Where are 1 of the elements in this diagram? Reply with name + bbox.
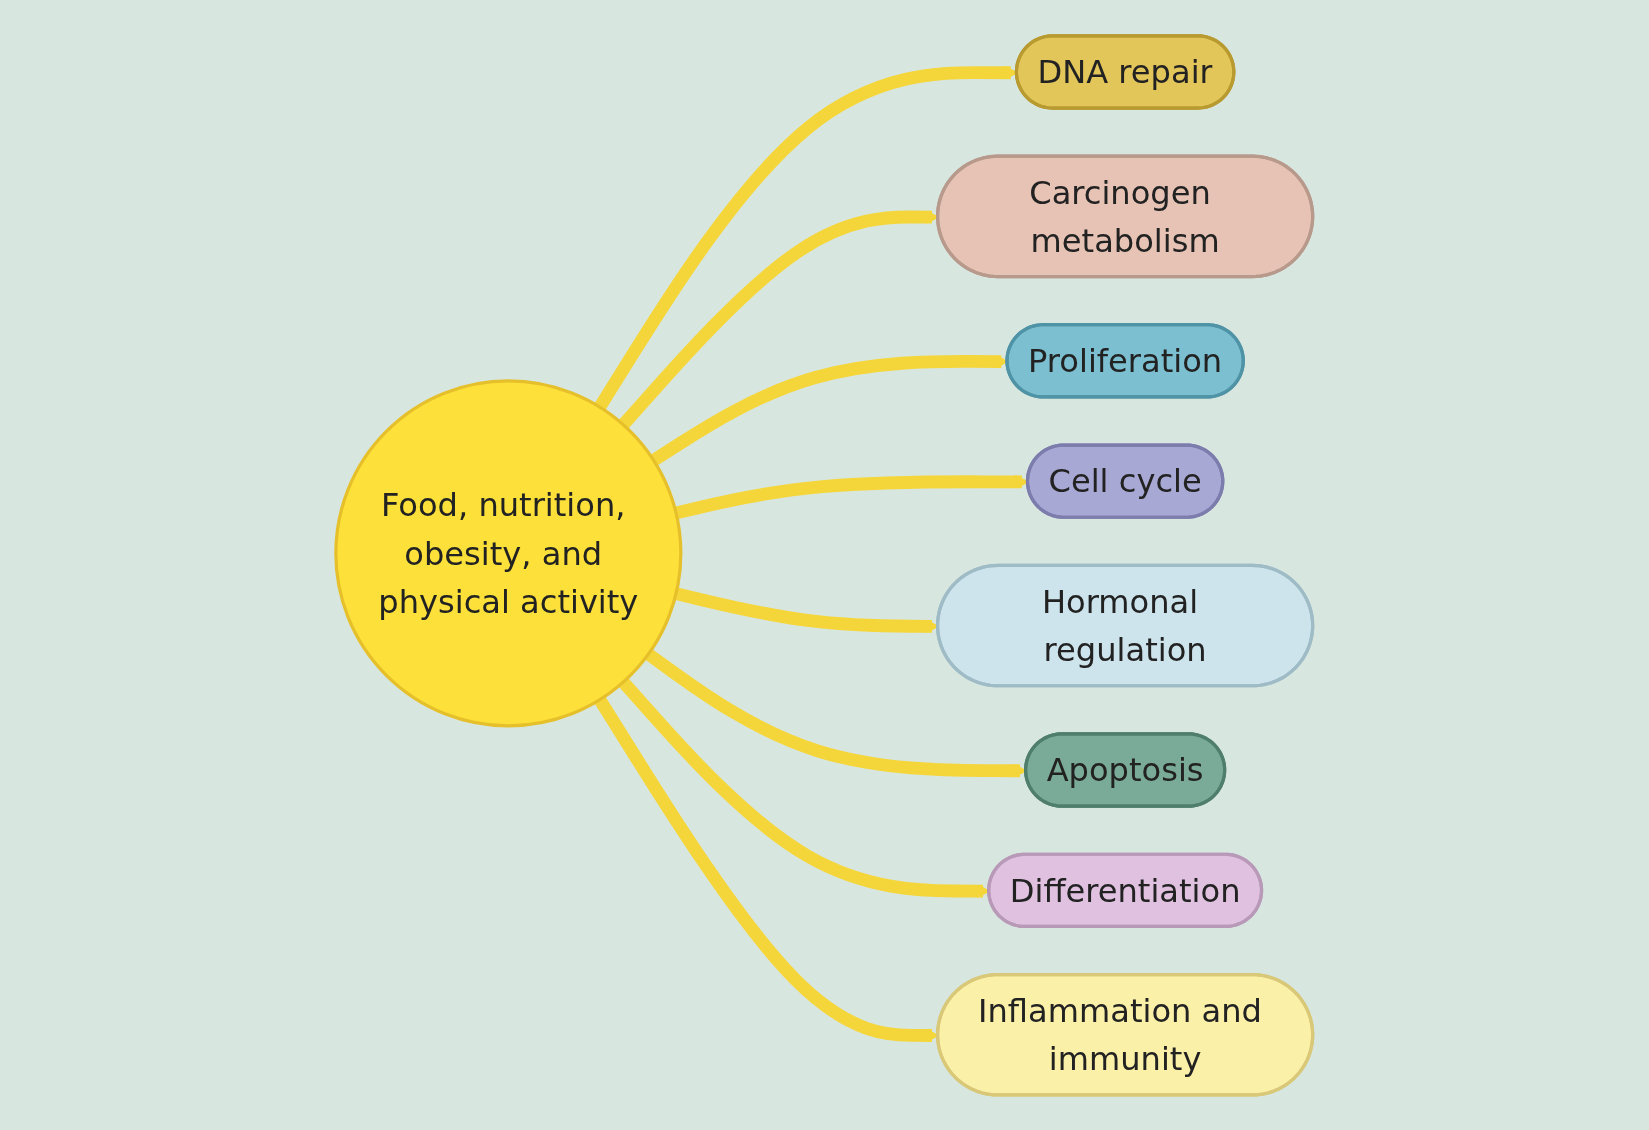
- node-circle: Food, nutrition, obesity, and physical activity: [334, 378, 683, 728]
